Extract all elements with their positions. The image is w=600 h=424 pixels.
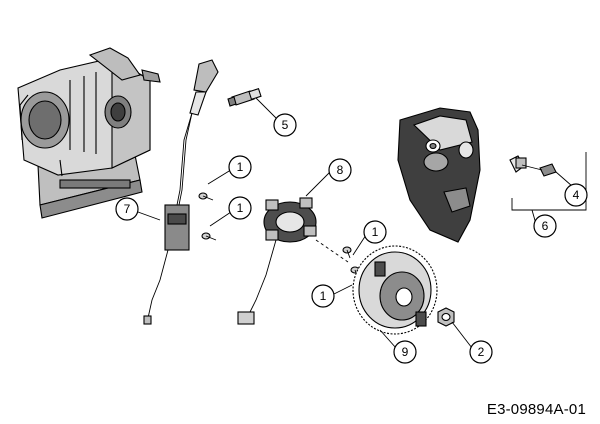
callout-1-flywheel-lower: 1: [311, 284, 335, 308]
callout-1-flywheel-upper-label: 1: [372, 225, 379, 239]
spark-plug: [227, 87, 262, 107]
document-code: E3-09894A-01: [486, 401, 586, 418]
leader-lines: [137, 97, 573, 349]
callout-6-label: 6: [542, 219, 549, 233]
callout-4: 4: [564, 183, 588, 207]
flywheel: [352, 245, 438, 335]
callout-1-lower: 1: [228, 196, 252, 220]
ignition-cable-assembly: [143, 59, 219, 325]
stator-coil: [237, 197, 349, 325]
callout-1-upper-label: 1: [237, 160, 244, 174]
bracket-6: [511, 152, 587, 211]
callout-5: 5: [273, 113, 297, 137]
fan-housing: [397, 107, 481, 243]
callout-2-label: 2: [478, 345, 485, 359]
callout-1-lower-label: 1: [237, 201, 244, 215]
callout-4-label: 4: [573, 188, 580, 202]
flywheel-nut: [437, 307, 455, 327]
callout-5-label: 5: [282, 118, 289, 132]
screw-upper: [198, 192, 214, 201]
callout-8-label: 8: [337, 163, 344, 177]
engine-block: [17, 47, 161, 219]
callout-1-upper: 1: [228, 155, 252, 179]
callout-7: 7: [115, 197, 139, 221]
callout-6: 6: [533, 214, 557, 238]
callout-8: 8: [328, 158, 352, 182]
callout-7-label: 7: [124, 202, 131, 216]
ignition-switch-parts: [509, 155, 557, 177]
callout-9-label: 9: [402, 345, 409, 359]
callout-1-flywheel-lower-label: 1: [320, 289, 327, 303]
callout-9: 9: [393, 340, 417, 364]
callout-1-flywheel-upper: 1: [363, 220, 387, 244]
screw-flywheel-upper: [342, 246, 352, 259]
callout-2: 2: [469, 340, 493, 364]
screw-lower: [201, 232, 217, 241]
